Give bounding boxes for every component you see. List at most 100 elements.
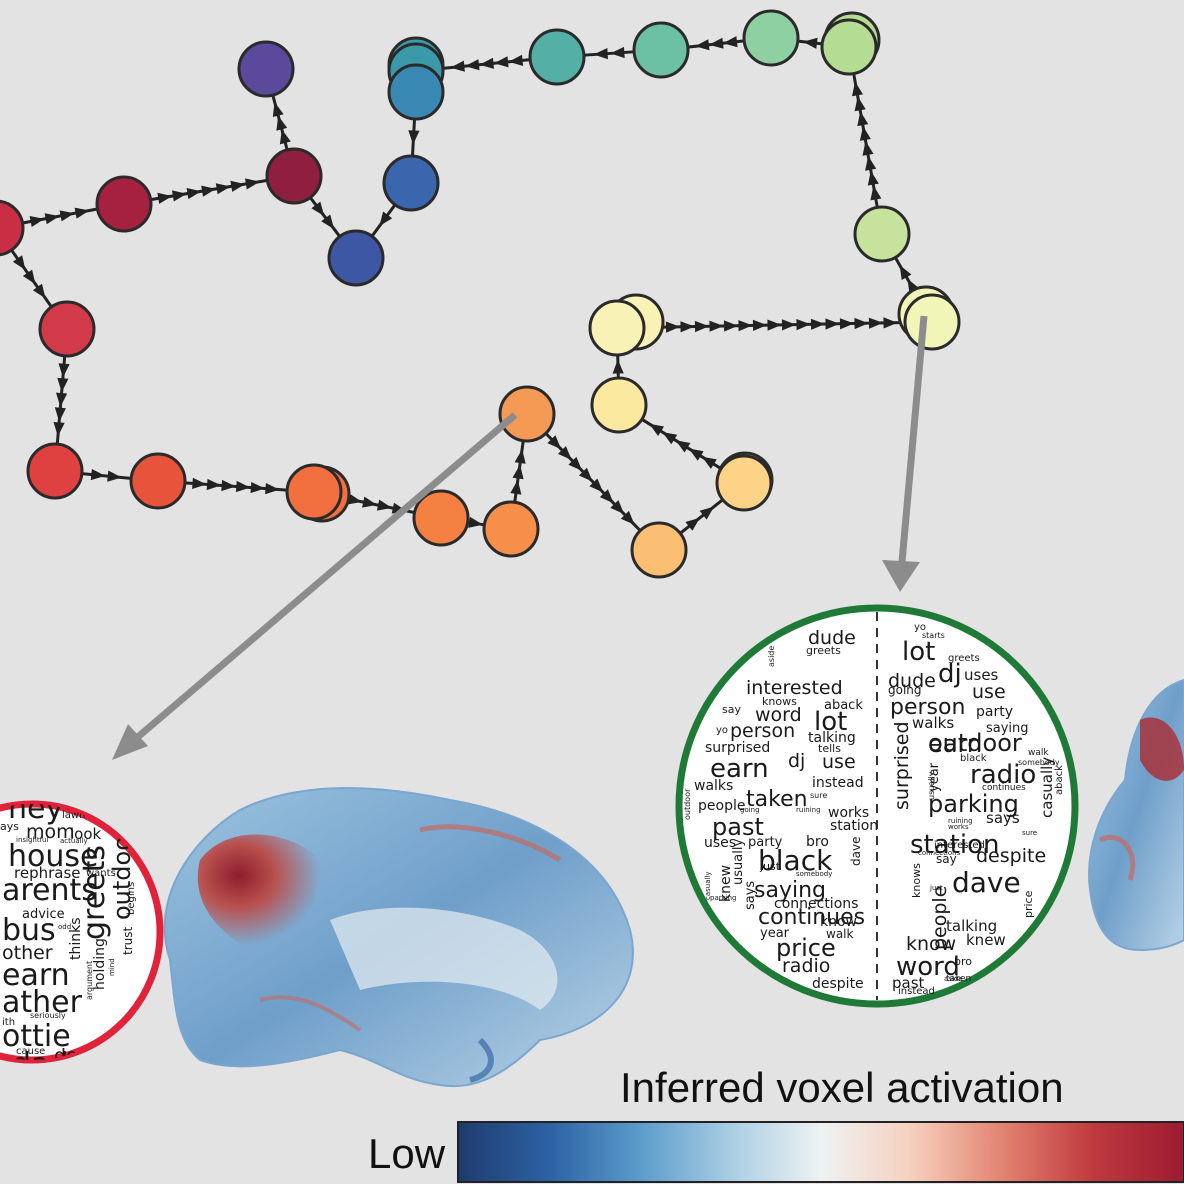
trajectory-edge-line — [309, 196, 341, 238]
word-cloud-green-right-word: walk — [1028, 748, 1049, 758]
word-cloud-green-right-word: connections — [918, 849, 961, 857]
trajectory-edge-arrowhead — [221, 479, 236, 492]
word-cloud-green-left-word: interested — [746, 677, 843, 699]
colorbar-low-label: Low — [368, 1130, 446, 1177]
trajectory-edge-arrowhead — [868, 317, 883, 329]
trajectory-edge-arrowhead — [694, 320, 709, 333]
trajectory-edge — [370, 203, 397, 238]
trajectory-edge-arrowhead — [265, 483, 280, 495]
trajectory-edge-arrowhead — [599, 489, 614, 504]
word-cloud-green-right-word: continues — [982, 783, 1026, 793]
trajectory-edge-arrowhead — [376, 499, 392, 511]
word-cloud-green-right-word: uses — [964, 666, 999, 684]
trajectory-edge-arrowhead — [738, 320, 753, 332]
word-cloud-red-word: arents — [2, 873, 97, 908]
trajectory-edge-arrowhead — [186, 188, 202, 200]
trajectory-edge-arrowhead — [796, 319, 811, 331]
trajectory-edge-arrowhead — [675, 440, 691, 453]
word-cloud-green-right-word: greets — [948, 653, 980, 664]
trajectory-edge-arrowhead — [12, 255, 26, 270]
trajectory-edge-arrowhead — [649, 423, 664, 436]
trajectory-nodes — [0, 9, 961, 579]
word-cloud-red-word: looks — [14, 778, 53, 796]
word-cloud-red-word: dad — [12, 1047, 68, 1082]
trajectory-edge-arrowhead — [468, 516, 483, 528]
word-cloud-green-right-word: taken — [946, 974, 971, 984]
pointer-arrow-to-red-cloud — [129, 412, 518, 745]
trajectory-edge-arrowhead — [723, 36, 738, 48]
trajectory-edge-arrowhead — [825, 318, 840, 330]
trajectory-node — [327, 229, 385, 287]
trajectory-edge-arrowhead — [857, 111, 869, 127]
word-cloud-green-left-word: continues — [758, 905, 865, 930]
word-cloud-red-word: advice — [22, 907, 65, 922]
trajectory-edge-arrowhead — [54, 407, 66, 422]
word-cloud-green-right-word: lot — [902, 637, 935, 667]
trajectory-edge — [309, 196, 341, 238]
word-cloud-green-left-word: taken — [746, 787, 808, 812]
trajectory-edge — [467, 516, 485, 528]
word-cloud-green-left-word: surprised — [705, 740, 770, 756]
colorbar-bar — [457, 1121, 1184, 1183]
trajectory-edge-arrowhead — [508, 54, 524, 66]
word-cloud-green-left-word: dude — [808, 627, 856, 649]
word-cloud-green-right-word: price — [1022, 890, 1035, 918]
pointer-arrows — [112, 315, 928, 760]
trajectory-edge-arrowhead — [803, 37, 818, 49]
word-cloud-green-right-word: say — [936, 852, 957, 866]
trajectory-edge-arrowhead — [172, 190, 187, 202]
trajectory-edge-arrowhead — [90, 469, 106, 481]
word-cloud-red-word: argument — [85, 961, 94, 1000]
trajectory-edge-arrowhead — [688, 448, 704, 461]
trajectory-edge-arrowhead — [662, 432, 678, 445]
word-cloud-green-left-word: somebody — [796, 870, 832, 878]
word-cloud-green-left-word: casually — [704, 871, 712, 900]
trajectory-edge-arrowhead — [58, 363, 70, 378]
trajectory-edge-arrowhead — [276, 115, 288, 131]
word-cloud-green-left-word: word — [755, 704, 802, 726]
word-cloud-green-left-word: dj — [788, 750, 805, 772]
trajectory-edge-arrowhead — [907, 278, 920, 294]
word-cloud-green-left-word: year — [760, 926, 790, 941]
word-cloud-green-left-word: radio — [782, 955, 830, 977]
trajectory-edge-arrowhead — [709, 37, 724, 49]
trajectory-edge — [852, 73, 882, 208]
trajectory-edge-arrowhead — [235, 480, 251, 493]
word-cloud-green-left-word: greets — [806, 644, 841, 657]
word-cloud-green-left-word: yo — [716, 725, 728, 736]
trajectory-edge-arrowhead — [665, 321, 680, 333]
trajectory-edge — [81, 469, 132, 482]
word-cloud-green-left-word: aback — [824, 698, 863, 713]
trajectory-edge-arrowhead — [321, 214, 335, 230]
word-cloud-red-word: bus — [2, 913, 56, 948]
trajectory-edge — [797, 37, 823, 49]
word-cloud-red-word: ith — [2, 1017, 15, 1028]
word-cloud-green-right-word: casually — [1038, 757, 1056, 818]
word-cloud-green-left-word: use — [822, 751, 856, 773]
trajectory-edge-arrowhead — [512, 464, 524, 480]
trajectory-edge-arrowhead — [862, 141, 874, 156]
word-cloud-red-word: rephrase — [14, 864, 81, 882]
brain-surface-right — [1088, 678, 1184, 952]
word-cloud-green-left-word: tells — [818, 742, 841, 755]
word-cloud-green-right-word: saying — [986, 721, 1029, 736]
pointer-arrowhead-red — [112, 724, 148, 760]
trajectory-node — [95, 175, 153, 233]
trajectory-edge-arrowhead — [53, 422, 65, 437]
word-cloud-green-right-word: knew — [966, 931, 1006, 949]
word-cloud-red-word: house — [8, 839, 98, 874]
trajectory-edge — [408, 118, 420, 157]
word-cloud-green-right-word: people — [929, 886, 951, 950]
word-cloud-red-word: ather — [2, 985, 83, 1020]
trajectory-edge-arrowhead — [510, 479, 522, 495]
word-cloud-red-word: trustworthy — [4, 1094, 45, 1102]
word-cloud-red-word: ottie — [2, 1019, 71, 1054]
word-cloud-green-right-word: word — [896, 952, 960, 982]
trajectory-edge-arrowhead — [32, 283, 46, 299]
trajectory-edge-arrowhead — [852, 81, 863, 97]
trajectory-node — [387, 63, 445, 121]
word-cloud-green-left-word: outdoor — [683, 788, 692, 820]
trajectory-edge — [583, 46, 635, 60]
word-cloud-green-right-word: surprised — [891, 721, 913, 810]
trajectory-edge-arrowhead — [810, 318, 825, 330]
